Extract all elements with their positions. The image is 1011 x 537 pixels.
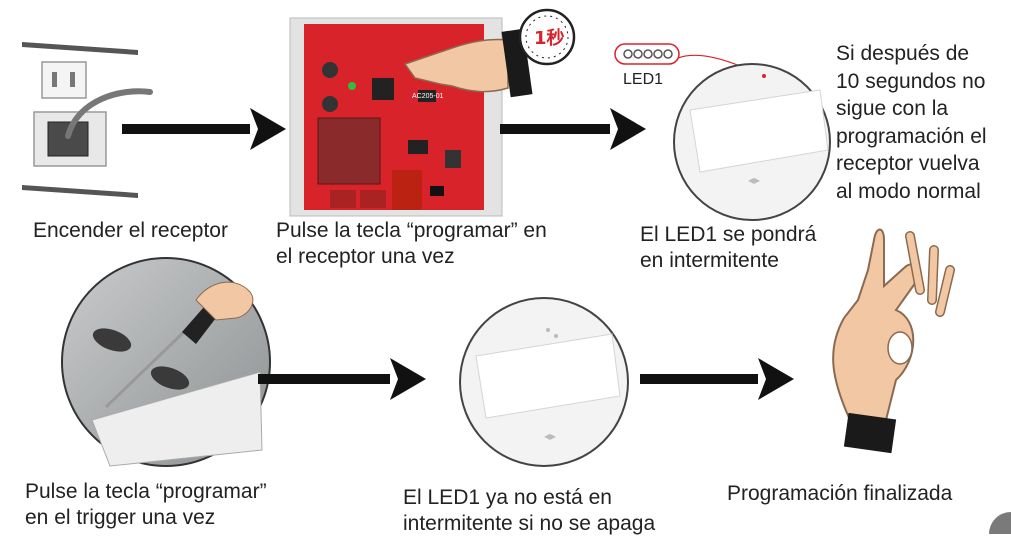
led-blink-illustration: ◂▸ — [614, 43, 831, 221]
arrow-2 — [500, 108, 646, 150]
screwdriver-shaft — [104, 328, 188, 409]
caption-led-stop: El LED1 ya no está en intermitente si no… — [403, 486, 656, 535]
hand-icon — [195, 281, 254, 321]
caption-press-trigger: Pulse la tecla “programar” en el trigger… — [25, 480, 267, 529]
green-led — [348, 82, 356, 90]
pointing-hand-icon — [403, 38, 509, 93]
led-dot — [762, 74, 766, 78]
svg-text:◂▸: ◂▸ — [748, 173, 760, 187]
cable — [65, 88, 153, 139]
arrow-3 — [258, 358, 426, 400]
led-strip — [614, 43, 680, 65]
arrow-1 — [122, 108, 286, 150]
caption-timeout-note: Si después de 10 segundos no sigue con l… — [836, 42, 987, 203]
arrow-4 — [640, 358, 794, 400]
flow-arrows — [122, 108, 794, 400]
caption-power-on: Encender el receptor — [33, 219, 228, 242]
transformer — [317, 117, 381, 185]
timer-label: 1秒 — [534, 28, 565, 49]
svg-text:◂▸: ◂▸ — [544, 429, 556, 443]
power-switch-illustration — [22, 42, 153, 198]
led-label: LED1 — [623, 71, 664, 88]
outlet-icon — [41, 61, 87, 99]
corner-mark — [989, 512, 1011, 534]
led-off-illustration: ◂▸ — [459, 297, 629, 467]
trigger-illustration — [61, 257, 271, 467]
caption-led-blink: El LED1 se pondrá en intermitente — [640, 223, 817, 272]
receiver-board-illustration: AC205-01 — [289, 8, 576, 217]
caption-press-receiver: Pulse la tecla “programar” en el recepto… — [276, 219, 547, 268]
wall-line-bottom — [22, 185, 138, 198]
wall-line-top — [22, 42, 138, 55]
ok-hand-icon — [832, 228, 955, 454]
caption-done: Programación finalizada — [727, 482, 953, 505]
timer-icon — [518, 8, 576, 66]
trigger-label-sticker — [91, 371, 263, 467]
board-model-label: AC205-01 — [412, 93, 444, 100]
